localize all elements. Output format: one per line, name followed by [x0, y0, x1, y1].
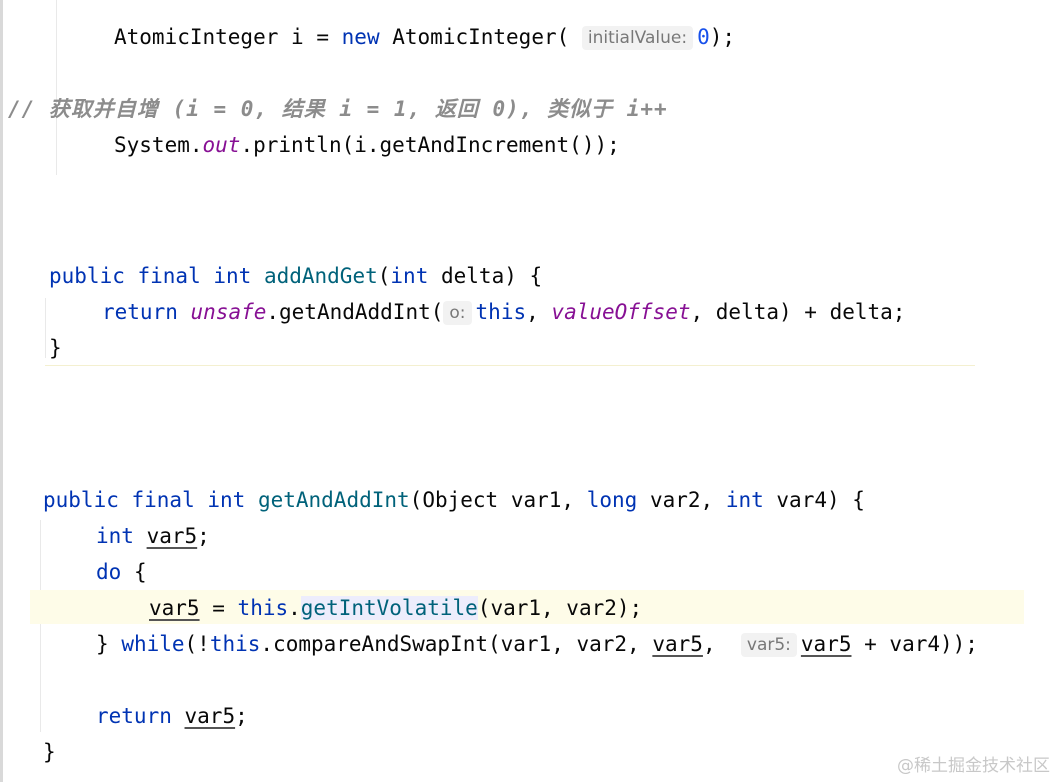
- code-line-println[interactable]: System.out.println(i.getAndIncrement());: [114, 133, 620, 157]
- code-line-atomic-decl[interactable]: AtomicInteger i = new AtomicInteger( ini…: [114, 25, 736, 50]
- highlighted-method-call: getIntVolatile: [300, 596, 478, 620]
- code-line-add-and-get-signature[interactable]: public final int addAndGet(int delta) {: [49, 264, 543, 288]
- editor-left-edge: [0, 0, 3, 782]
- current-line-highlight: [30, 590, 1024, 624]
- watermark: @稀土掘金技术社区: [897, 756, 1050, 776]
- indent-guide: [40, 520, 41, 732]
- indent-guide: [56, 0, 57, 175]
- param-hint-initial-value: initialValue:: [581, 26, 694, 50]
- code-line-do[interactable]: do {: [96, 560, 147, 584]
- indent-guide: [45, 298, 46, 358]
- code-line-int-var5[interactable]: int var5;: [96, 524, 210, 548]
- code-line-return-var5[interactable]: return var5;: [96, 704, 248, 728]
- method-separator: [45, 365, 975, 366]
- param-hint-var5: var5:: [740, 633, 797, 657]
- code-line-assign-var5[interactable]: var5 = this.getIntVolatile(var1, var2);: [149, 596, 643, 620]
- code-line-while[interactable]: } while(!this.compareAndSwapInt(var1, va…: [96, 632, 978, 657]
- param-hint-o: o:: [443, 301, 472, 325]
- code-comment[interactable]: // 获取并自增 (i = 0, 结果 i = 1, 返回 0), 类似于 i+…: [8, 97, 668, 121]
- code-line-close-brace[interactable]: }: [43, 740, 56, 764]
- code-line-close-brace[interactable]: }: [49, 336, 62, 360]
- code-line-return-get-and-add[interactable]: return unsafe.getAndAddInt(o:this, value…: [102, 300, 906, 325]
- code-line-get-and-add-int-signature[interactable]: public final int getAndAddInt(Object var…: [43, 488, 865, 512]
